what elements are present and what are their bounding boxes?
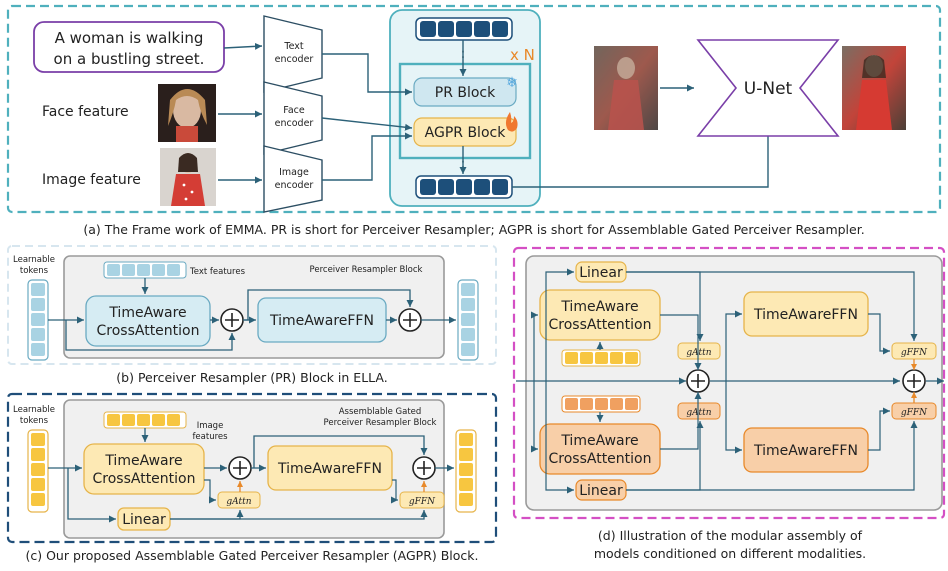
caption-d-2: models conditioned on different modaliti… [594,546,866,561]
pc-learnable-1: Learnable [13,405,55,415]
pc-gate-attn [217,491,261,509]
svg-text:Face: Face [283,105,305,116]
pc-cross-attn-1: TimeAware [104,453,182,469]
pd-tokens-orange [561,395,641,413]
face-feature-label: Face feature [42,104,129,120]
image-feature-photo [160,148,216,206]
pc-gate-ffn-label: gFFN [409,497,436,507]
pd-linear-top-label: Linear [579,265,623,281]
pb-text-features: Text features [189,267,246,277]
pd-gate-attn-bottom-label: gAttn [686,408,711,418]
pb-input-tokens [27,279,49,361]
pc-block-title-2: Perceiver Resampler Block [324,418,437,428]
pc-ffn [267,445,393,491]
prompt-line2: on a bustling street. [54,50,205,68]
pc-cross-attention [83,443,205,495]
panel-a-frame [6,4,942,214]
panel-c: Learnable tokens Assemblable Gated Perce… [6,392,498,563]
agpr-block-frame [63,399,445,539]
pc-ffn-label: TimeAwareFFN [277,461,382,477]
pc-image-features-1: Image [197,421,224,431]
pd-ffn-bottom-label: TimeAwareFFN [753,443,858,459]
noisy-image [594,46,658,130]
repeat-frame [398,62,532,160]
pb-output-tokens [457,279,479,361]
tokens-bottom [415,175,513,199]
panel-c-frame [6,392,498,544]
pd-cross-attn-top-2: CrossAttention [549,317,652,333]
fire-icon [505,112,518,132]
tokens-top [415,17,513,41]
svg-text:Image: Image [279,167,309,178]
panel-d-frame [512,246,946,520]
caption-d-1: (d) Illustration of the modular assembly… [598,528,863,543]
pb-cross-attention [85,295,211,347]
text-encoder: Text encoder [263,15,323,93]
face-photo [158,84,216,142]
pd-gate-ffn-top-label: gFFN [901,348,928,358]
pc-image-features-2: features [192,432,228,442]
pb-learnable-2: tokens [20,266,49,276]
svg-text:encoder: encoder [275,180,314,191]
svg-text:encoder: encoder [275,118,314,129]
repeat-label: x N [510,46,535,64]
pc-output-tokens [455,429,477,513]
pc-learnable-2: tokens [20,416,49,426]
pd-linear-bottom-label: Linear [579,483,623,499]
agpr-block-label: AGPR Block [425,125,507,141]
pd-gate-attn-top [677,342,721,360]
panel-b-frame [7,245,497,365]
pr-block [413,77,517,107]
pd-cross-attn-bottom-1: TimeAware [560,433,638,449]
output-image [842,46,906,130]
pd-cross-attn-top-1: TimeAware [560,299,638,315]
pd-gate-attn-top-label: gAttn [686,348,711,358]
image-encoder: Image encoder [263,145,323,213]
pb-cross-attn-1: TimeAware [108,305,186,321]
caption-c: (c) Our proposed Assemblable Gated Perce… [25,548,478,563]
panel-a: A woman is walking on a bustling street.… [6,4,942,237]
pc-input-tokens [27,429,49,513]
agpr-block [413,117,517,147]
unet-label: U-Net [744,79,793,99]
face-encoder: Face encoder [263,81,323,155]
caption-a: (a) The Frame work of EMMA. PR is short … [83,222,864,237]
panel-b: Learnable tokens Perceiver Resampler Blo… [7,245,497,385]
prompt-box [33,21,225,73]
pd-ffn-top-label: TimeAwareFFN [753,307,858,323]
snowflake-icon: ❄ [506,75,518,91]
pd-gate-attn-bottom [677,402,721,420]
pd-gate-ffn-bottom-label: gFFN [901,408,928,418]
panel-d: Linear TimeAware CrossAttention gAttn Ti… [512,246,946,561]
pb-cross-attn-2: CrossAttention [97,323,200,339]
pb-ffn-label: TimeAwareFFN [269,313,374,329]
svg-text:Text: Text [283,41,303,52]
pd-cross-attn-bottom-2: CrossAttention [549,451,652,467]
pd-tokens-yellow [561,349,641,367]
pc-gate-attn-label: gAttn [226,497,251,507]
pc-cross-attn-2: CrossAttention [93,471,196,487]
pc-image-feature-tokens [103,411,187,429]
pb-text-feature-tokens [103,261,187,279]
pc-gate-ffn [399,491,445,509]
pb-block-title: Perceiver Resampler Block [310,265,423,275]
image-feature-label: Image feature [42,172,141,188]
pb-learnable-1: Learnable [13,255,55,265]
unet [696,39,840,137]
pr-block-label: PR Block [435,85,496,101]
pc-block-title-1: Assemblable Gated [339,407,422,417]
pc-linear-label: Linear [122,512,166,528]
svg-text:encoder: encoder [275,54,314,65]
prompt-line1: A woman is walking [55,29,204,47]
caption-b: (b) Perceiver Resampler (PR) Block in EL… [116,370,387,385]
